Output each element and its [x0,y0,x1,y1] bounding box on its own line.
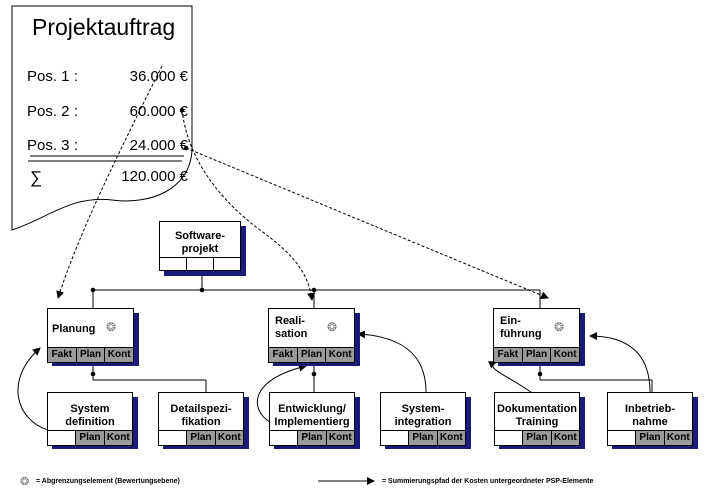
coins-icon: ❂ [20,476,30,488]
cell-plan: Plan [76,431,105,445]
cell-fakt: Fakt [269,348,298,362]
wp-label-line2: integration [394,416,452,428]
cell-empty [159,431,188,445]
cell-empty [48,431,77,445]
phase-einfuehrung[interactable]: Ein- führung ❂ Fakt Plan Kont [493,308,580,363]
phase-realisation-label-line1: Reali- [275,315,305,327]
wp-inbetriebnahme[interactable]: Inbetrieb- nahme Plan Kont [607,392,693,446]
root-node[interactable]: Software- projekt [159,221,241,271]
sum-path-inbetriebnahme [589,332,651,393]
cell-kont: Kont [105,348,134,362]
cell-plan: Plan [409,431,438,445]
legend-boundary-text: = Abgrenzungselement (Bewertungsebene) [36,478,180,485]
wp-label-line1: Inbetrieb- [624,403,676,415]
cell-kont: Kont [215,431,243,445]
cell-empty [270,431,299,445]
coins-icon: ❂ [106,320,117,334]
cell-fakt: Fakt [48,348,77,362]
cell-kont: Kont [104,431,132,445]
cell-kont: Kont [664,431,692,445]
cell-plan: Plan [298,431,327,445]
wp-systemintegration[interactable]: System- integration Plan Kont [380,392,466,446]
phase-planung-label: Planung [52,323,96,335]
wp-label-line2: nahme [632,416,668,428]
coins-icon: ❂ [554,320,565,334]
sum-path-systemdef [17,347,49,431]
alloc-arrow-pos1 [56,65,163,299]
wp-label-line1: System- [401,403,445,415]
phase-realisation[interactable]: Reali- sation ❂ Fakt Plan Kont [268,308,355,363]
wp-label-line1: Detailspezi- [170,403,232,415]
position-value-2: 60.000 € [129,103,188,120]
position-value-3: 24.000 € [129,137,188,154]
cell-kont: Kont [551,431,579,445]
position-label-2: Pos. 2 : [27,103,78,120]
phase-einfuehrung-label-line2: führung [500,328,542,340]
cell-kont: Kont [326,348,355,362]
cell-plan: Plan [522,348,552,362]
root-label-line2: projekt [181,243,219,255]
cell-kont: Kont [326,431,354,445]
phase-planung[interactable]: Planung ❂ Fakt Plan Kont [47,308,134,363]
coins-icon: ❂ [327,320,338,334]
position-label-3: Pos. 3 : [27,137,78,154]
wp-entwicklung[interactable]: Entwicklung/ Implementierg Plan Kont [269,392,355,446]
alloc-arrow-pos3 [185,147,549,300]
wp-label-line2: fikation [181,416,221,428]
alloc-arrow-pos2 [181,109,316,301]
cell-plan: Plan [187,431,216,445]
cell-kont: Kont [551,348,580,362]
position-value-1: 36.000 € [129,68,188,85]
wp-label-line1: System [70,403,110,415]
cell-empty [381,431,410,445]
cell-plan: Plan [297,348,327,362]
cell-plan: Plan [636,431,665,445]
wp-dokumentation[interactable]: Dokumentation Training Plan Kont [494,392,580,446]
position-label-1: Pos. 1 : [27,68,78,85]
root-label-line1: Software- [174,230,226,242]
sum-value: 120.000 € [121,168,188,185]
wp-system-definition[interactable]: System definition Plan Kont [47,392,133,446]
sum-symbol: ∑ [30,168,43,187]
wp-label-line2: Training [515,416,559,428]
wp-label-line2: definition [65,416,115,428]
cell-empty [495,431,524,445]
cell-plan: Plan [76,348,106,362]
phase-realisation-label-line2: sation [275,328,308,340]
document-shape [11,5,193,231]
sum-path-entwicklung [256,363,307,423]
sum-path-integration [357,330,427,393]
cell-empty [608,431,637,445]
sum-path-dokumentation [487,361,537,397]
cell-plan: Plan [523,431,552,445]
wp-detailspezifikation[interactable]: Detailspezi- fikation Plan Kont [158,392,244,446]
wp-label-line1: Entwicklung/ [278,403,346,415]
phase-einfuehrung-label-line1: Ein- [500,315,521,327]
wp-label-line2: Implementierg [274,416,350,428]
document-title: Projektauftrag [32,14,176,40]
wp-label-line1: Dokumentation [496,403,578,415]
cell-kont: Kont [437,431,465,445]
legend-summation-text: = Summierungspfad der Kosten untergeordn… [382,478,594,485]
cell-fakt: Fakt [494,348,523,362]
